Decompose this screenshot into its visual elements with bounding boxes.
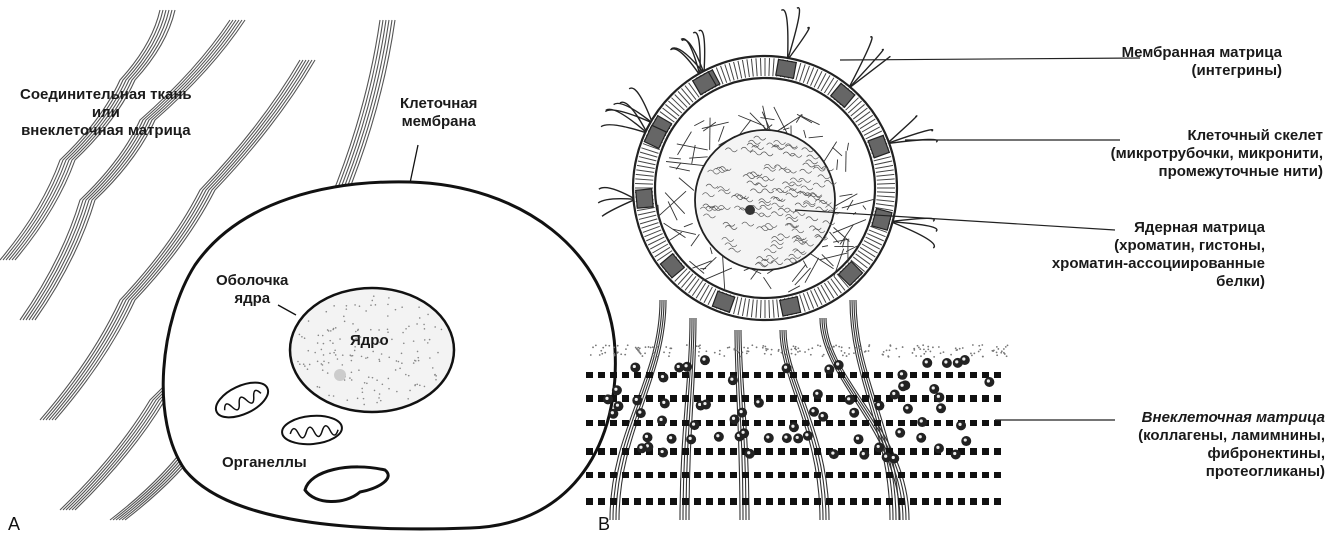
ecm-connection-strands: [610, 300, 909, 520]
leader-cell-membrane: [410, 145, 418, 183]
nucleolus: [334, 369, 346, 381]
panel-label-b: B: [598, 514, 610, 535]
nucleus-b: [695, 130, 835, 270]
extracellular-matrix-layer: [586, 344, 1008, 505]
label-extracellular-matrix: Внеклеточная матрица (коллагены, ламимни…: [1138, 409, 1325, 481]
label-nuclear-envelope: Оболочка ядра: [216, 272, 288, 308]
label-cytoskeleton: Клеточный скелет (микротрубочки, микрони…: [1111, 127, 1323, 181]
label-connective-tissue: Соединительная ткань или внеклеточная ма…: [20, 86, 192, 140]
label-nucleus: Ядро: [350, 332, 389, 350]
nucleus: [290, 288, 454, 412]
nucleolus-b: [745, 205, 755, 215]
label-nuclear-matrix: Ядерная матрица (хроматин, гистоны, хром…: [1052, 219, 1265, 291]
label-membrane-matrix: Мембранная матрица (интегрины): [1122, 44, 1282, 80]
panel-label-a: A: [8, 514, 20, 535]
label-cell-membrane: Клеточная мембрана: [400, 95, 477, 131]
label-organelles: Органеллы: [222, 454, 307, 472]
